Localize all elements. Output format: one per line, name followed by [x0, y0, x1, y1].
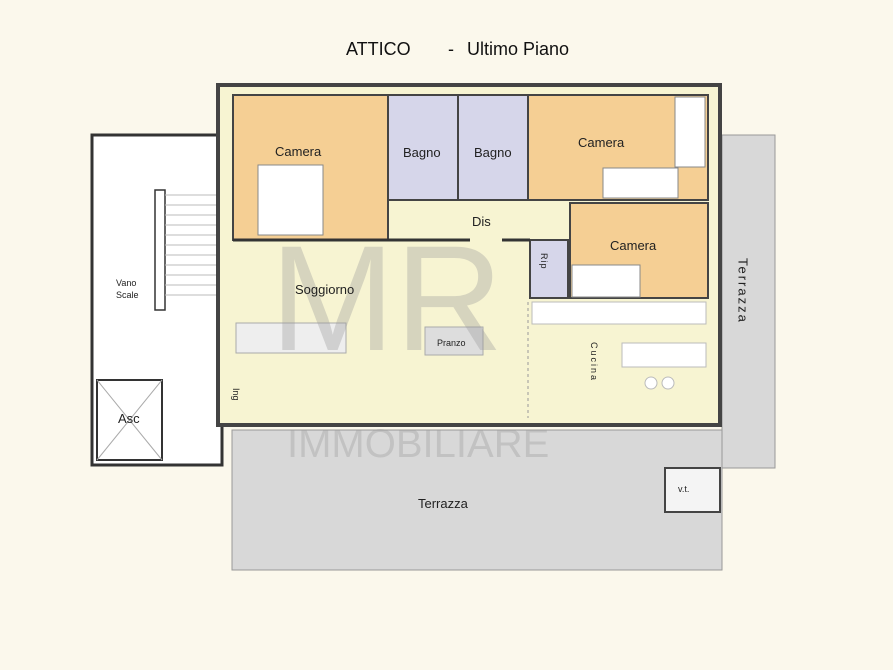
label-ing: Ing	[231, 388, 241, 401]
label-vt: v.t.	[678, 484, 689, 494]
label-dis: Dis	[472, 214, 491, 229]
label-bagno-2: Bagno	[474, 145, 512, 160]
bed-single-3	[571, 264, 641, 298]
watermark-text: IMMOBILIARE	[287, 422, 549, 466]
title-separator: -	[448, 39, 454, 59]
sofa	[235, 322, 347, 354]
kitchen-counter	[531, 301, 707, 325]
label-asc: Asc	[118, 411, 140, 426]
label-cucina: Cucina	[589, 342, 599, 382]
label-terrazza-side: Terrazza	[736, 258, 751, 324]
room-rip	[529, 239, 569, 299]
label-pranzo: Pranzo	[437, 338, 466, 348]
label-rip: Rip	[539, 253, 549, 270]
label-camera-1: Camera	[275, 144, 322, 159]
title-main: ATTICO	[346, 39, 411, 59]
label-vano: Vano	[116, 278, 136, 288]
label-terrazza-bottom: Terrazza	[418, 496, 469, 511]
kitchen-island	[621, 342, 707, 368]
label-bagno-1: Bagno	[403, 145, 441, 160]
terrace-bottom	[231, 429, 723, 571]
dining-table	[424, 326, 484, 356]
label-soggiorno: Soggiorno	[295, 282, 354, 297]
title-subtitle: Ultimo Piano	[467, 39, 569, 59]
bed-single-2	[674, 96, 706, 168]
label-camera-2: Camera	[578, 135, 625, 150]
bed-double	[257, 164, 324, 236]
room-bagno-1	[387, 94, 459, 201]
bed-single-1	[602, 167, 679, 199]
terrace-side	[721, 134, 776, 469]
watermark-logo: MR	[270, 214, 503, 382]
label-camera-3: Camera	[610, 238, 657, 253]
vt-box	[664, 467, 721, 513]
label-scale: Scale	[116, 290, 139, 300]
stair-steps	[165, 194, 220, 296]
stair-flight	[154, 189, 166, 311]
